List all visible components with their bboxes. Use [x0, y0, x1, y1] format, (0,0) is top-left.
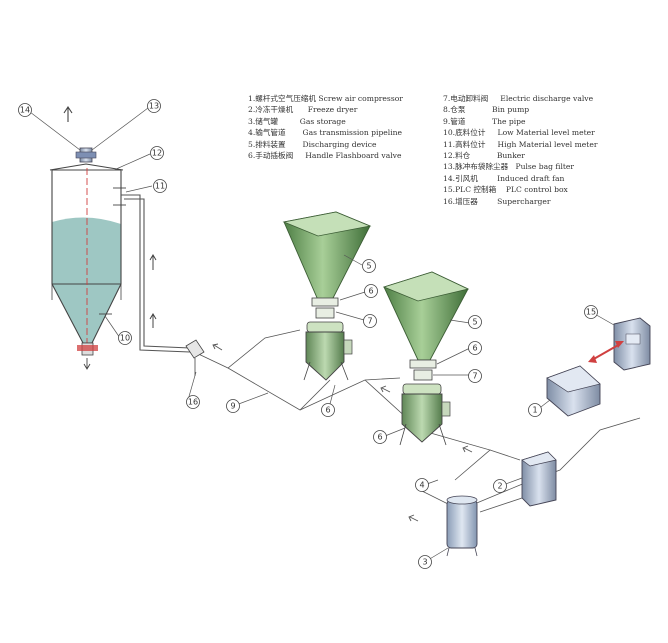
svg-text:7: 7: [367, 317, 372, 326]
legend-item-14: 14.引风机 Induced draft fan: [443, 173, 565, 183]
svg-text:4: 4: [419, 481, 424, 490]
discharge-valve-1: [315, 307, 335, 319]
svg-text:11: 11: [155, 182, 165, 191]
callout-15: 15: [584, 305, 598, 319]
callout-7a: 7: [363, 314, 377, 328]
svg-text:1: 1: [532, 406, 537, 415]
legend-item-4: 4.输气管道 Gas transmission pipeline: [248, 128, 403, 138]
bunker-material-fill: [52, 217, 121, 343]
conveying-pipe: [121, 194, 521, 481]
callout-6c: 6: [321, 403, 335, 417]
svg-text:13: 13: [149, 102, 159, 111]
legend-item-11: 11.高料位计 High Material level meter: [443, 139, 598, 149]
callout-5b: 5: [468, 315, 482, 329]
callout-14: 14: [18, 103, 32, 117]
legend-item-8: 8.仓泵 Bin pump: [443, 105, 530, 115]
svg-text:3: 3: [422, 558, 427, 567]
callout-16: 16: [186, 395, 200, 409]
callout-7b: 7: [468, 369, 482, 383]
legend-item-10: 10.底料位计 Low Material level meter: [443, 128, 595, 138]
flow-arrow-small-4: [408, 514, 419, 522]
legend-item-9: 9.管道 The pipe: [443, 116, 526, 126]
callout-6d: 6: [373, 430, 387, 444]
callout-6b: 6: [468, 341, 482, 355]
discharge-valve-2: [413, 369, 433, 381]
discharging-device-hopper-2: [382, 271, 470, 361]
svg-text:15: 15: [586, 308, 596, 317]
high-level-meter: [113, 183, 126, 210]
callout-4: 4: [415, 478, 429, 492]
legend-item-6: 6.手动插板阀 Handle Flashboard valve: [248, 150, 402, 160]
svg-text:14: 14: [20, 106, 30, 115]
flow-arrow-up-1: [149, 254, 157, 270]
flow-arrow-small-1: [212, 343, 223, 351]
svg-text:6: 6: [368, 287, 373, 296]
flashboard-valve-1: [311, 297, 339, 307]
legend-left: 1.螺杆式空气压缩机 Screw air compressor 2.冷冻干燥机 …: [248, 93, 403, 161]
svg-text:5: 5: [472, 318, 477, 327]
callout-9: 9: [226, 399, 240, 413]
callout-2: 2: [493, 479, 507, 493]
callout-10: 10: [118, 331, 132, 345]
legend-right: 7.电动卸料阀 Electric discharge valve 8.仓泵 Bi…: [443, 93, 597, 207]
legend-item-1: 1.螺杆式空气压缩机 Screw air compressor: [248, 94, 403, 103]
callout-6a: 6: [364, 284, 378, 298]
svg-text:6: 6: [377, 433, 382, 442]
svg-text:6: 6: [325, 406, 330, 415]
legend-item-5: 5.排料装置 Discharging device: [248, 139, 377, 149]
callout-11: 11: [153, 179, 167, 193]
callout-3: 3: [418, 555, 432, 569]
flow-arrow-small-3: [462, 445, 473, 453]
signal-arrow: [588, 341, 624, 363]
legend-item-13: 13.脉冲布袋除尘器 Pulse bag filter: [443, 162, 575, 172]
svg-text:10: 10: [120, 334, 130, 343]
legend-item-3: 3.储气罐 Gas storage: [248, 116, 346, 126]
freeze-dryer: [521, 451, 557, 507]
bin-pump-1: [303, 321, 353, 381]
bin-pump-2: [399, 383, 451, 446]
svg-text:6: 6: [472, 344, 477, 353]
discharging-device-hopper-1: [282, 211, 372, 301]
callout-13: 13: [147, 99, 161, 113]
screw-air-compressor: [546, 365, 601, 417]
legend-item-16: 16.增压器 Supercharger: [443, 196, 551, 206]
svg-text:9: 9: [230, 402, 235, 411]
legend-item-2: 2.冷冻干燥机 Freeze dryer: [248, 105, 358, 115]
induced-draft-fan: [63, 106, 73, 122]
supercharger: [185, 339, 205, 376]
svg-text:5: 5: [366, 262, 371, 271]
legend-item-12: 12.料仓 Bunker: [443, 150, 525, 160]
legend-item-15: 15.PLC 控制箱 PLC control box: [443, 185, 568, 195]
gas-storage-tank: [446, 495, 478, 557]
bunker: [49, 163, 124, 370]
callout-leaders: [29, 107, 615, 561]
callout-5a: 5: [362, 259, 376, 273]
plc-control-box: [613, 317, 651, 371]
svg-text:7: 7: [472, 372, 477, 381]
flow-arrow-up-2: [149, 313, 157, 328]
callout-1: 1: [528, 403, 542, 417]
callout-12: 12: [150, 146, 164, 160]
svg-text:2: 2: [497, 482, 502, 491]
flashboard-valve-2: [409, 359, 437, 369]
flow-arrow-small-2: [380, 385, 391, 393]
svg-text:16: 16: [188, 398, 198, 407]
pulse-bag-filter: [75, 147, 97, 163]
legend-item-7: 7.电动卸料阀 Electric discharge valve: [443, 94, 594, 103]
svg-text:12: 12: [152, 149, 162, 158]
